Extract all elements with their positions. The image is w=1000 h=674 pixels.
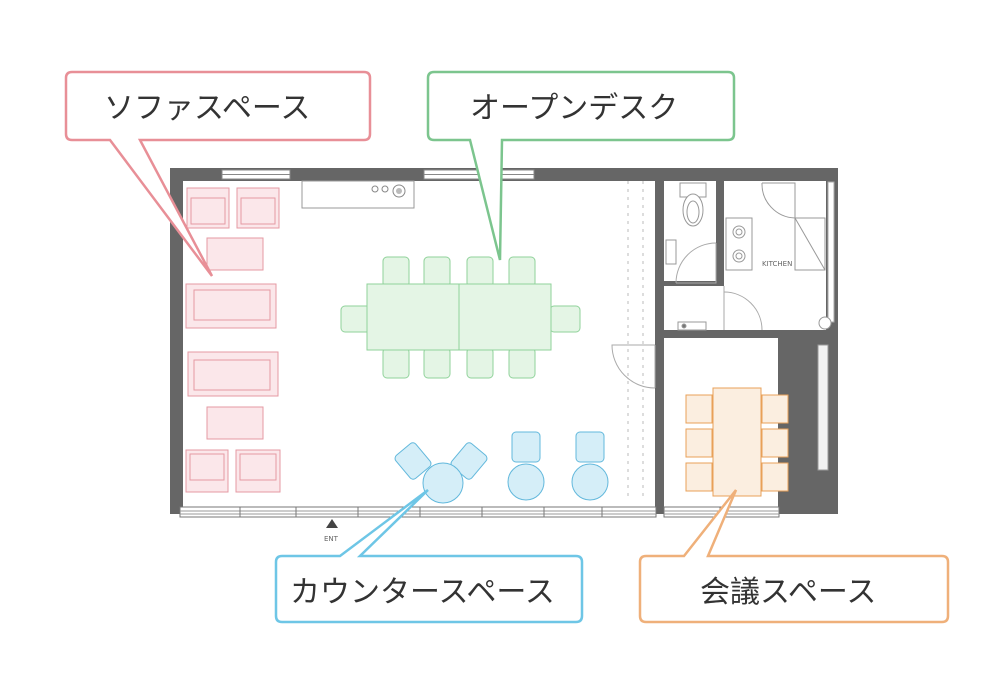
counter-space	[394, 431, 609, 504]
chair	[508, 256, 536, 288]
armchair	[235, 449, 281, 493]
meeting-door	[611, 344, 656, 389]
chair	[685, 462, 713, 492]
callout-sofa: ソファスペース	[64, 70, 372, 277]
chair	[761, 462, 789, 492]
sofa-space	[185, 187, 281, 493]
callout-counter: カウンタースペース	[274, 489, 584, 624]
coffee-table	[206, 406, 264, 440]
entrance-marker: ENT	[324, 519, 339, 543]
counter-chair	[394, 442, 432, 480]
chair	[761, 394, 789, 424]
chair	[685, 428, 713, 458]
entrance-label: ENT	[324, 535, 339, 543]
round-table	[507, 463, 545, 501]
callout-open-desk: オープンデスク	[426, 70, 736, 261]
sofa	[185, 283, 277, 329]
armchair	[236, 187, 280, 229]
round-table	[422, 462, 464, 504]
chair	[508, 347, 536, 379]
chair	[761, 428, 789, 458]
coffee-table	[206, 237, 264, 271]
toilet-area	[665, 182, 763, 331]
chair	[423, 347, 451, 379]
round-table	[571, 463, 609, 501]
sofa	[187, 351, 279, 397]
kitchen-label: KITCHEN	[762, 260, 792, 268]
chair	[382, 347, 410, 379]
callout-meeting: 会議スペース	[638, 489, 950, 624]
chair	[382, 256, 410, 288]
chair	[466, 256, 494, 288]
armchair	[185, 449, 229, 493]
chair	[423, 256, 451, 288]
chair	[685, 394, 713, 424]
dashed-partition	[627, 181, 644, 500]
callout-sofa-label: ソファスペース	[104, 91, 310, 126]
callout-meeting-label: 会議スペース	[700, 575, 876, 610]
top-counter	[301, 180, 415, 209]
chair	[466, 347, 494, 379]
callout-open-desk-label: オープンデスク	[470, 91, 678, 126]
meeting-space	[685, 387, 789, 497]
armchair	[186, 187, 230, 229]
open-desk	[340, 256, 581, 379]
kitchen-area	[725, 182, 832, 330]
counter-chair	[511, 431, 541, 463]
counter-chair	[575, 431, 605, 463]
callout-counter-label: カウンタースペース	[290, 575, 555, 610]
chair	[549, 305, 581, 333]
meeting-table	[712, 387, 762, 497]
